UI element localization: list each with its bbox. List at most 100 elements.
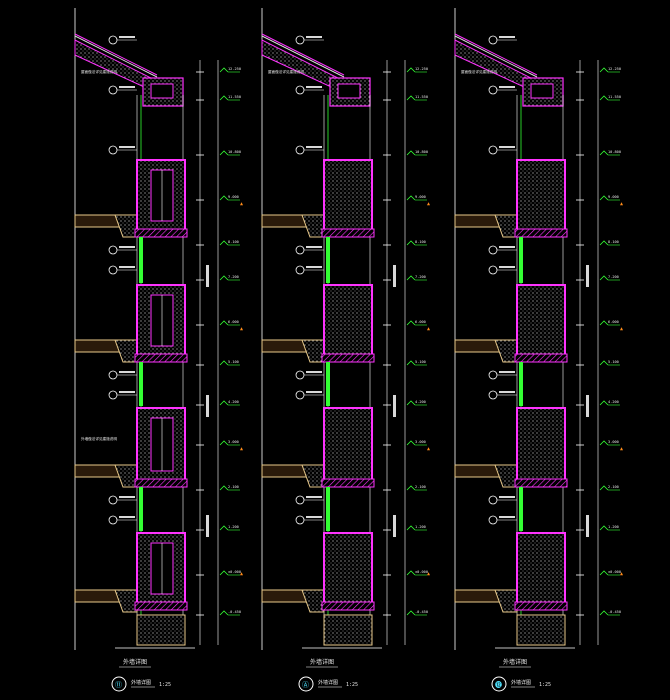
level-value: 3.000 — [608, 440, 619, 444]
caption-top: 外墙详图 — [123, 658, 147, 666]
detail-marker — [108, 265, 118, 275]
note-text-mark — [306, 516, 322, 518]
level-value: 10.800 — [415, 150, 428, 154]
level-triangle — [406, 360, 416, 366]
gutter-void — [150, 83, 174, 99]
level-triangle — [406, 320, 416, 326]
level-triangle — [219, 320, 229, 326]
wall-note: 外墙做法详见建施说明 — [81, 436, 117, 441]
level-triangle — [406, 440, 416, 446]
note-text-mark — [306, 36, 322, 38]
level-triangle — [406, 570, 416, 576]
level-flag: ▲ — [620, 201, 623, 207]
glass-pane — [326, 237, 330, 283]
sill — [514, 601, 568, 611]
level-value: 12.250 — [608, 67, 621, 71]
wall-block — [323, 284, 373, 361]
sill — [134, 601, 188, 611]
detail-marker — [488, 390, 498, 400]
level-value: 4.200 — [608, 400, 619, 404]
level-value: 11.550 — [608, 95, 621, 99]
note-text-mark — [306, 371, 322, 373]
wall-block — [516, 159, 566, 236]
note-text-mark — [499, 146, 515, 148]
level-value: 5.100 — [415, 360, 426, 364]
wall-block — [516, 407, 566, 486]
level-value: 6.000 — [415, 320, 426, 324]
detail-marker — [295, 145, 305, 155]
level-triangle — [406, 150, 416, 156]
axis-bubble — [111, 676, 127, 692]
roof-tile-line — [454, 33, 538, 76]
detail-marker — [488, 35, 498, 45]
roof-note: 屋面做法详见建施说明 — [268, 69, 304, 74]
detail-marker — [488, 145, 498, 155]
level-value: 6.000 — [608, 320, 619, 324]
foundation — [136, 614, 186, 646]
level-triangle — [406, 95, 416, 101]
vertical-note-mark — [393, 515, 396, 537]
detail-marker — [108, 390, 118, 400]
level-triangle — [406, 610, 416, 616]
caption-title: 外墙详图 — [131, 679, 151, 686]
level-triangle — [219, 570, 229, 576]
note-text-mark — [306, 266, 322, 268]
note-text-mark — [499, 36, 515, 38]
level-value: 5.100 — [228, 360, 239, 364]
wall-block — [516, 284, 566, 361]
level-value: 4.200 — [228, 400, 239, 404]
level-flag: ▲ — [620, 571, 623, 577]
detail-marker — [295, 495, 305, 505]
vertical-note-mark — [206, 515, 209, 537]
level-value: 1.200 — [608, 525, 619, 529]
level-triangle — [406, 485, 416, 491]
level-triangle — [599, 570, 609, 576]
vertical-note-mark — [586, 395, 589, 417]
level-triangle — [406, 400, 416, 406]
level-triangle — [219, 485, 229, 491]
gutter-void — [530, 83, 554, 99]
level-value: 9.000 — [228, 195, 239, 199]
section-notes: 屋面做法详见建施说明 — [461, 69, 497, 74]
sill — [321, 478, 375, 488]
note-text-mark — [119, 266, 135, 268]
level-value: -0.450 — [415, 610, 428, 614]
level-value: 3.000 — [228, 440, 239, 444]
wall-block — [323, 407, 373, 486]
level-triangle — [219, 610, 229, 616]
level-triangle — [406, 525, 416, 531]
vertical-note-mark — [586, 515, 589, 537]
level-flag: ▲ — [240, 571, 243, 577]
note-text-mark — [306, 246, 322, 248]
note-text-mark — [306, 146, 322, 148]
level-value: 1.200 — [415, 525, 426, 529]
level-triangle — [219, 525, 229, 531]
level-triangle — [219, 95, 229, 101]
detail-marker — [295, 265, 305, 275]
wall-sections-layer: 12.25011.55010.8009.0008.1007.2006.0005.… — [74, 8, 623, 650]
level-triangle — [599, 195, 609, 201]
level-value: 10.800 — [228, 150, 241, 154]
level-value: 12.250 — [415, 67, 428, 71]
note-text-mark — [119, 496, 135, 498]
axis-label: ⑪ — [115, 681, 122, 689]
note-text-mark — [119, 86, 135, 88]
roof-tile-line — [261, 35, 345, 78]
level-value: 3.000 — [415, 440, 426, 444]
level-value: ±0.000 — [415, 570, 428, 574]
detail-marker — [295, 515, 305, 525]
note-text-mark — [119, 146, 135, 148]
note-text-mark — [499, 391, 515, 393]
note-text-mark — [499, 246, 515, 248]
level-value: 6.000 — [228, 320, 239, 324]
level-triangle — [599, 440, 609, 446]
wall-block — [323, 532, 373, 609]
sill — [321, 601, 375, 611]
level-value: 4.200 — [415, 400, 426, 404]
level-flag: ▲ — [240, 326, 243, 332]
level-value: -0.450 — [608, 610, 621, 614]
sill — [514, 478, 568, 488]
